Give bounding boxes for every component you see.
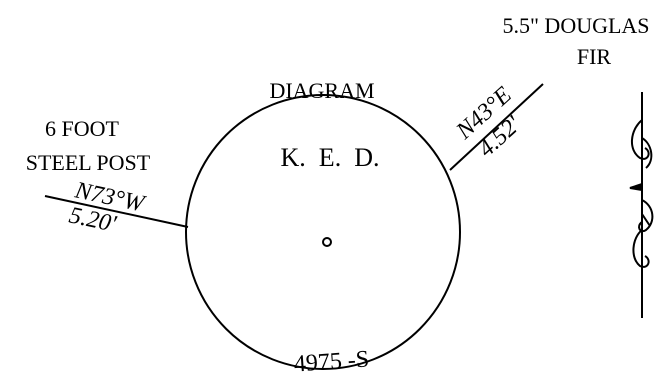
right-object-line1: 5.5" DOUGLAS	[502, 13, 649, 38]
north-arrow-icon	[629, 92, 654, 318]
left-reference-line	[44, 195, 189, 228]
left-object-line2: STEEL POST	[26, 150, 151, 175]
monument-circle	[185, 94, 461, 370]
center-point-marker	[322, 237, 332, 247]
left-object-line1: 6 FOOT	[45, 116, 120, 141]
initials-label: K. E. D.	[281, 143, 380, 172]
right-reference-line	[449, 83, 544, 171]
bottom-label: 4975 -S	[293, 346, 370, 377]
diagram-heading: DIAGRAM	[269, 78, 374, 103]
right-object-line2: FIR	[577, 44, 612, 69]
